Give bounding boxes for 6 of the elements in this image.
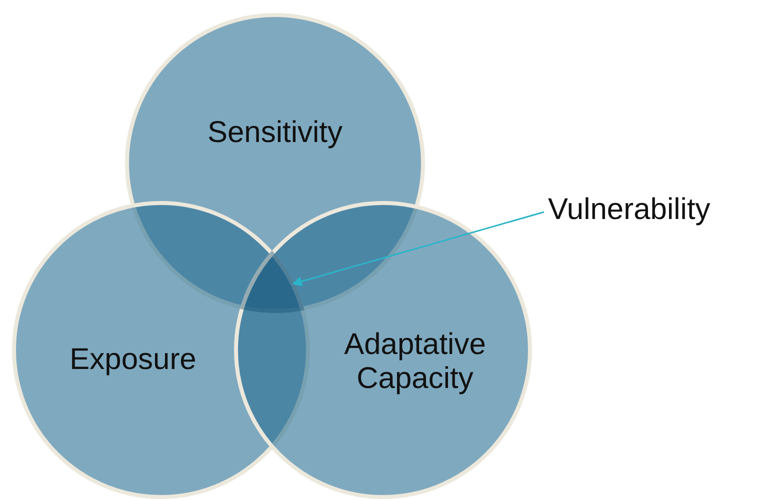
overlap-region bbox=[240, 250, 304, 313]
circle-label: Exposure bbox=[68, 343, 198, 377]
circle-label: Sensitivity bbox=[206, 116, 344, 150]
callout-label: Vulnerability bbox=[548, 193, 710, 227]
circle-label: Adaptative Capacity bbox=[343, 328, 487, 396]
leader-line bbox=[292, 211, 544, 286]
